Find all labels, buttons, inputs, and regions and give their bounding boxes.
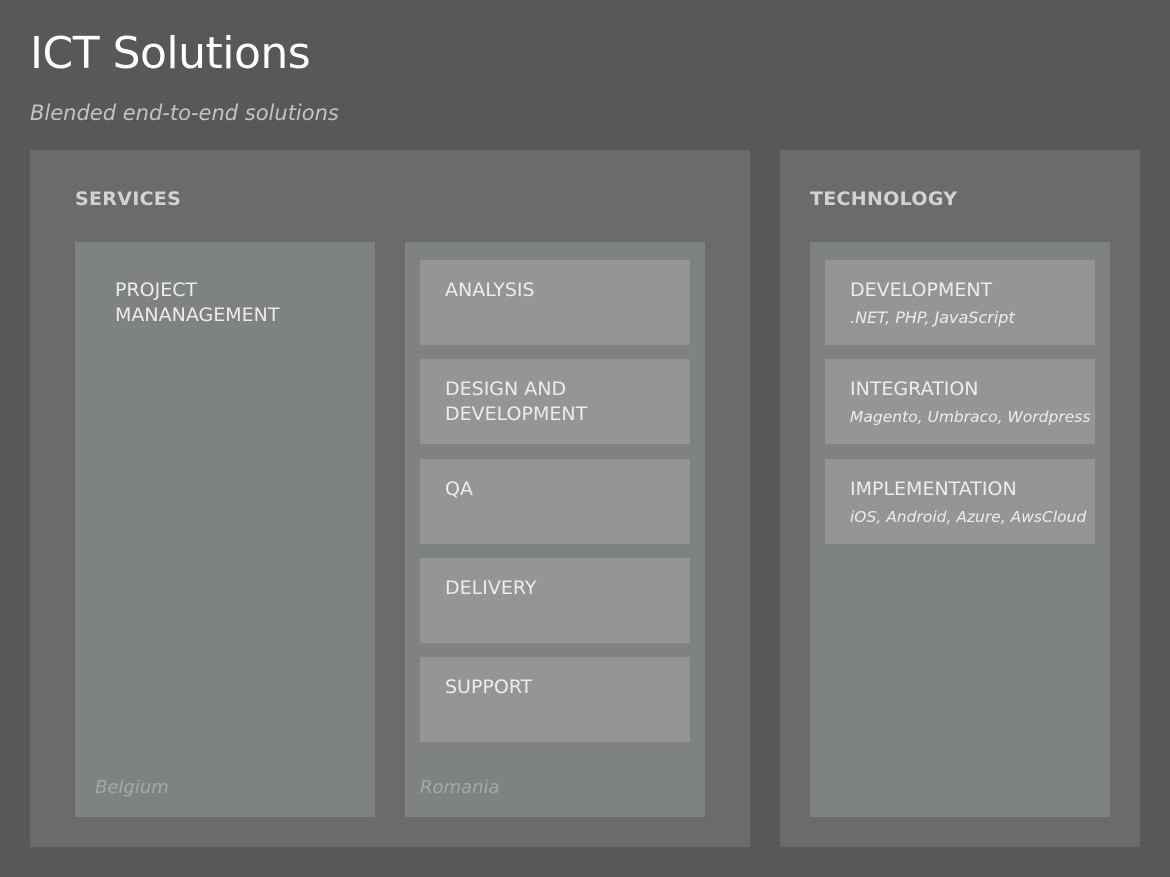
tech-box-label: INTEGRATION [850,378,979,400]
tech-box-integration: INTEGRATION Magento, Umbraco, Wordpress [825,359,1095,444]
services-panel: SERVICES PROJECT MANANAGEMENT Belgium AN… [30,150,750,847]
tech-box-label: DEVELOPMENT [850,279,993,301]
service-box-label: DELIVERY [445,577,537,599]
service-box-label: DESIGN AND DEVELOPMENT [445,378,588,425]
romania-location-label: Romania [420,777,500,798]
service-box-label: SUPPORT [445,676,533,698]
tech-box-development: DEVELOPMENT .NET, PHP, JavaScript [825,260,1095,345]
romania-column: ANALYSIS DESIGN AND DEVELOPMENT QA DELIV… [405,242,705,817]
service-box-delivery: DELIVERY [420,558,690,643]
belgium-column: PROJECT MANANAGEMENT Belgium [75,242,375,817]
technology-column: DEVELOPMENT .NET, PHP, JavaScript INTEGR… [810,242,1110,817]
page-title: ICT Solutions [30,28,311,79]
services-heading: SERVICES [75,188,182,210]
page-subtitle: Blended end-to-end solutions [30,101,339,125]
tech-box-label: IMPLEMENTATION [850,478,1017,500]
belgium-location-label: Belgium [95,777,169,798]
project-management-label: PROJECT MANANAGEMENT [115,279,280,326]
tech-box-detail: .NET, PHP, JavaScript [850,308,1015,327]
tech-box-implementation: IMPLEMENTATION iOS, Android, Azure, AwsC… [825,459,1095,544]
tech-box-detail: Magento, Umbraco, Wordpress [850,408,1091,426]
service-box-design-development: DESIGN AND DEVELOPMENT [420,359,690,444]
tech-box-detail: iOS, Android, Azure, AwsCloud [850,508,1087,526]
service-box-qa: QA [420,459,690,544]
service-box-support: SUPPORT [420,657,690,742]
service-box-label: QA [445,478,473,500]
service-box-analysis: ANALYSIS [420,260,690,345]
service-box-label: ANALYSIS [445,279,535,301]
technology-panel: TECHNOLOGY DEVELOPMENT .NET, PHP, JavaSc… [780,150,1140,847]
technology-heading: TECHNOLOGY [810,188,958,210]
